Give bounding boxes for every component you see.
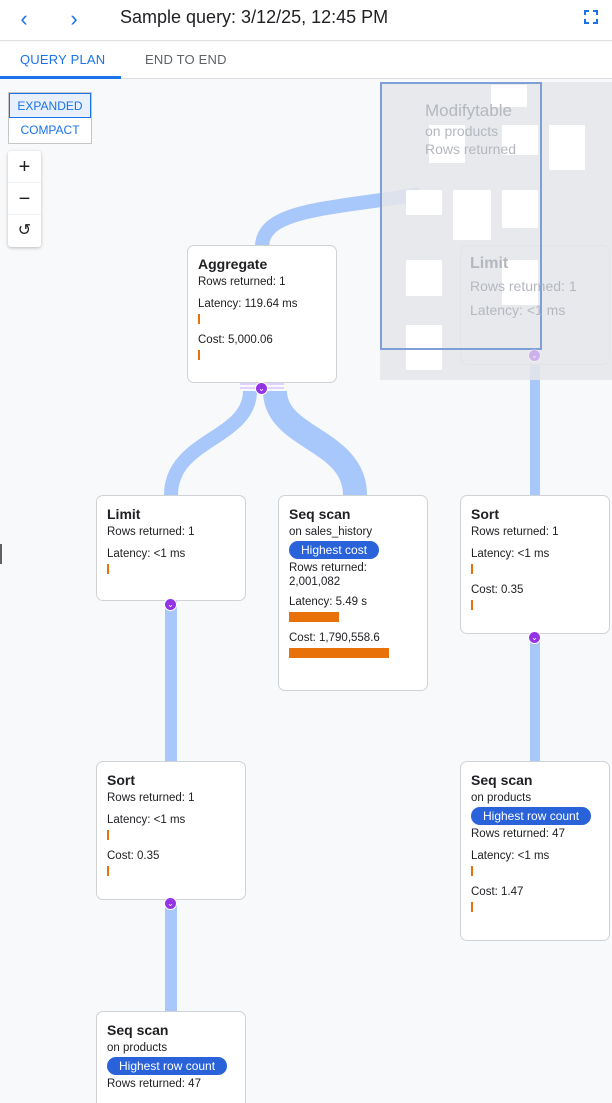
ghost-modify-rows: Rows returned xyxy=(425,141,517,157)
node-title: Sort xyxy=(471,506,499,522)
cost-bar xyxy=(471,600,473,610)
node-rows: Rows returned: 1 xyxy=(471,526,559,538)
node-rows: Rows returned: 47 xyxy=(107,1078,201,1090)
cost-bar xyxy=(107,866,109,876)
highest-row-count-badge: Highest row count xyxy=(107,1057,228,1075)
latency-bar xyxy=(198,314,200,324)
chevron-right-icon[interactable]: › xyxy=(70,6,78,31)
node-rows: Rows returned: xyxy=(289,562,367,574)
node-seq-scan-products-bottom[interactable]: Seq scan on products Highest row count R… xyxy=(96,1011,246,1103)
expand-chevron-icon[interactable]: ⌄ xyxy=(528,349,541,362)
node-subtitle: on products xyxy=(471,792,532,804)
latency-bar xyxy=(107,830,109,840)
node-seq-scan-sales-history[interactable]: Seq scan on sales_history Highest cost R… xyxy=(278,495,428,691)
latency-bar xyxy=(289,612,339,622)
node-limit[interactable]: Limit Rows returned: 1 Latency: <1 ms xyxy=(96,495,246,601)
node-aggregate[interactable]: Aggregate Rows returned: 1 Latency: 119.… xyxy=(187,245,337,383)
node-cost: Cost: 1.47 xyxy=(471,886,524,898)
header: ‹ › Sample query: 3/12/25, 12:45 PM xyxy=(0,0,612,41)
edge-aggregate-limit xyxy=(164,390,257,496)
tab-bar: QUERY PLAN END TO END xyxy=(0,42,612,79)
expand-chevron-icon[interactable]: ⌄ xyxy=(164,598,177,611)
latency-bar xyxy=(107,564,109,574)
expand-chevron-icon[interactable]: ⌄ xyxy=(528,631,541,644)
ghost-modify-title: Modifytable xyxy=(425,101,512,120)
node-title: Seq scan xyxy=(471,772,533,788)
reset-zoom-icon[interactable]: ↺ xyxy=(17,222,32,239)
ghost-limit-title: Limit xyxy=(470,255,509,272)
compact-button[interactable]: COMPACT xyxy=(20,123,80,137)
highest-row-count-badge: Highest row count xyxy=(471,807,592,825)
node-seq-scan-products-right[interactable]: Seq scan on products Highest row count R… xyxy=(460,761,610,941)
cost-bar xyxy=(198,350,200,360)
expanded-button[interactable]: EXPANDED xyxy=(9,93,91,118)
node-title: Limit xyxy=(107,506,141,522)
expand-chevron-icon[interactable]: ⌄ xyxy=(255,382,268,395)
active-tab-indicator xyxy=(0,76,121,79)
zoom-in-button[interactable]: + xyxy=(8,151,41,183)
node-cost: Cost: 0.35 xyxy=(107,850,160,862)
node-rows: Rows returned: 1 xyxy=(198,276,286,288)
plan-canvas[interactable]: Modifytable on products Rows returned Li… xyxy=(0,79,612,1103)
ghost-limit-rows: Rows returned: 1 xyxy=(470,278,577,294)
node-cost: Cost: 1,790,558.6 xyxy=(289,632,380,644)
node-rows-value: 2,001,082 xyxy=(289,576,341,588)
node-title: Seq scan xyxy=(107,1022,169,1038)
node-latency: Latency: <1 ms xyxy=(107,814,186,826)
ghost-limit-latency: Latency: <1 ms xyxy=(470,302,566,318)
view-mode-toggle: EXPANDED COMPACT xyxy=(8,92,92,144)
node-sort-right[interactable]: Sort Rows returned: 1 Latency: <1 ms Cos… xyxy=(460,495,610,634)
latency-bar xyxy=(471,866,473,876)
node-subtitle: on products xyxy=(107,1042,168,1054)
resize-handle[interactable] xyxy=(0,544,2,564)
zoom-controls: + − ↺ xyxy=(8,151,41,247)
expand-chevron-icon[interactable]: ⌄ xyxy=(164,897,177,910)
latency-bar xyxy=(471,564,473,574)
node-title: Sort xyxy=(107,772,135,788)
tab-end-to-end[interactable]: END TO END xyxy=(145,52,227,67)
cost-bar xyxy=(289,648,389,658)
node-latency: Latency: 5.49 s xyxy=(289,596,367,608)
node-cost: Cost: 0.35 xyxy=(471,584,524,596)
node-title: Aggregate xyxy=(198,256,268,272)
ghost-modify-sub: on products xyxy=(425,123,499,139)
node-latency: Latency: 119.64 ms xyxy=(198,298,298,310)
node-rows: Rows returned: 1 xyxy=(107,526,195,538)
chevron-left-icon[interactable]: ‹ xyxy=(20,6,28,31)
node-latency: Latency: <1 ms xyxy=(471,850,550,862)
node-subtitle: on sales_history xyxy=(289,526,373,538)
edge-aggregate-seqscan xyxy=(263,389,367,497)
highest-cost-badge: Highest cost xyxy=(289,541,380,559)
node-cost: Cost: 5,000.06 xyxy=(198,334,273,346)
cost-bar xyxy=(471,902,473,912)
minimap-viewport[interactable] xyxy=(380,82,542,350)
fullscreen-icon[interactable] xyxy=(584,10,598,24)
zoom-out-button[interactable]: − xyxy=(8,183,41,215)
node-latency: Latency: <1 ms xyxy=(471,548,550,560)
page-title: Sample query: 3/12/25, 12:45 PM xyxy=(120,7,389,27)
minimap[interactable] xyxy=(380,82,612,380)
plan-edges xyxy=(164,187,540,1011)
node-rows: Rows returned: 1 xyxy=(107,792,195,804)
node-sort-left[interactable]: Sort Rows returned: 1 Latency: <1 ms Cos… xyxy=(96,761,246,900)
tab-query-plan[interactable]: QUERY PLAN xyxy=(20,52,106,67)
node-latency: Latency: <1 ms xyxy=(107,548,186,560)
node-title: Seq scan xyxy=(289,506,351,522)
node-rows: Rows returned: 47 xyxy=(471,828,565,840)
